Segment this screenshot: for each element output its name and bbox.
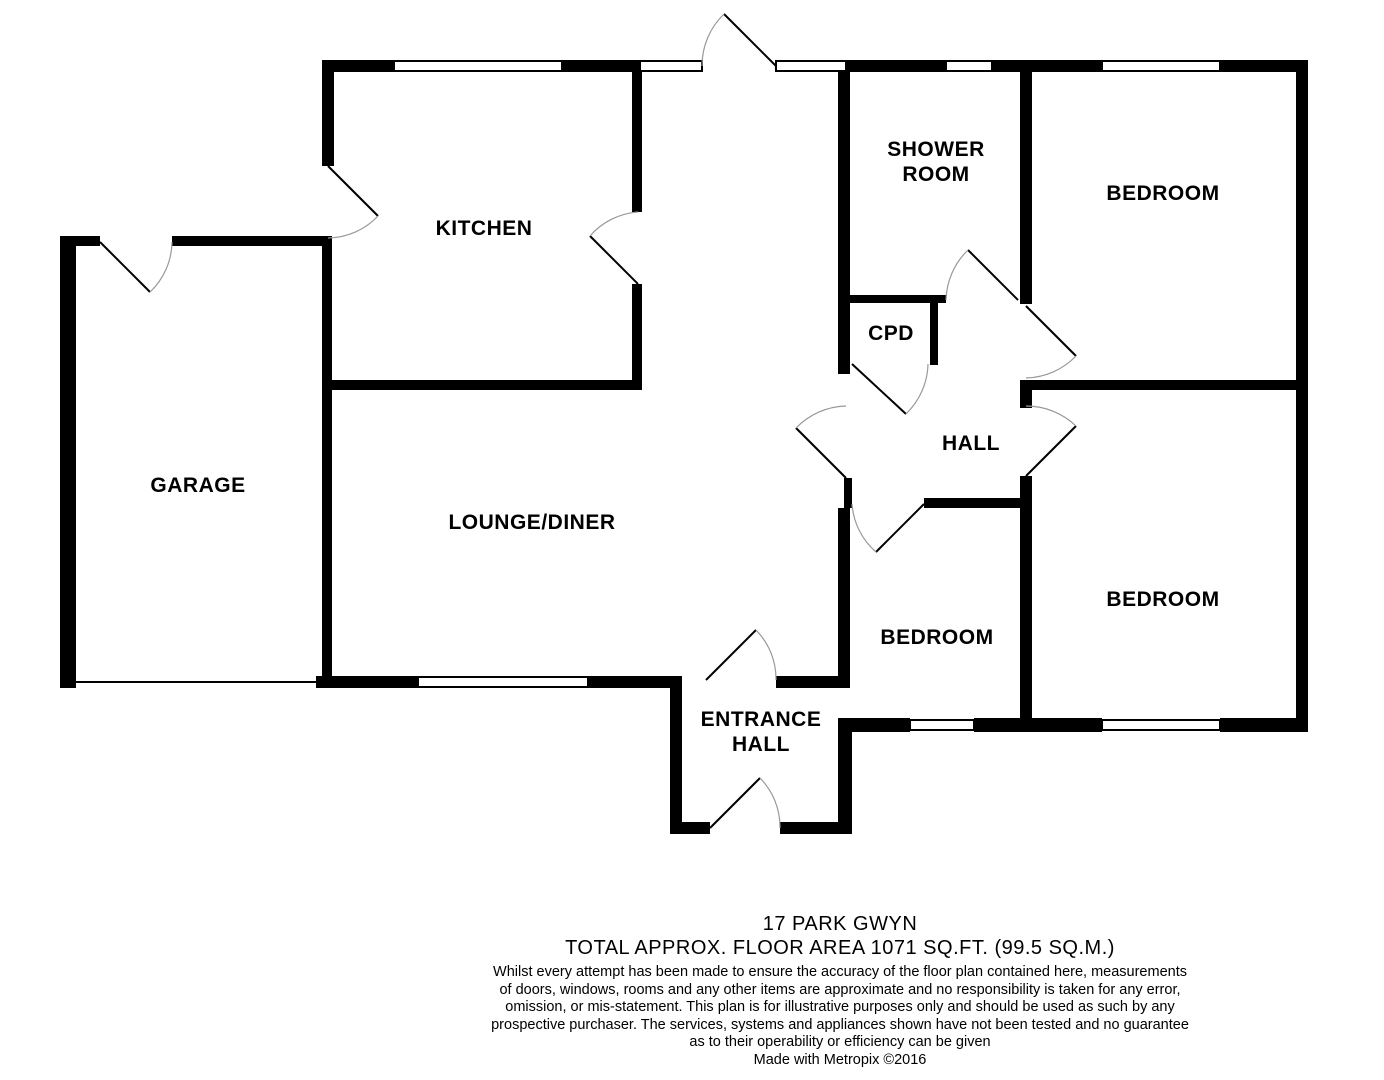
room-labels: GARAGE KITCHEN LOUNGE/DINER SHOWER ROOM … (150, 138, 1219, 756)
garage-wall-left (60, 236, 76, 688)
bedroom-bottom-door-arc (1025, 405, 1077, 427)
label-entrance-1: ENTRANCE (701, 708, 822, 731)
bedroom-separator-wall (1020, 476, 1032, 732)
top-wall-3 (846, 60, 946, 72)
windows (393, 60, 1221, 731)
address-title: 17 PARK GWYN (762, 913, 918, 935)
label-hall: HALL (942, 432, 1000, 455)
kitchen-door-arc (589, 211, 639, 237)
cpd-door-leaf (851, 363, 907, 415)
label-bedroom-small: BEDROOM (880, 626, 993, 649)
front-door-arc (759, 777, 781, 829)
kitchen-right-wall-top (632, 60, 642, 212)
small-bedroom-door-arc (851, 503, 877, 553)
shower-door-arc (945, 249, 969, 301)
lounge-right-wall-top (838, 60, 850, 374)
bedroom-divider-wall (1020, 380, 1308, 390)
lounge-right-wall-bottom (838, 508, 850, 688)
disclaimer-line: Whilst every attempt has been made to en… (493, 964, 1187, 980)
bedroom-top-window (1101, 60, 1221, 72)
entrance-inner-door-leaf (705, 629, 757, 681)
bottom-wall-3 (1220, 718, 1308, 732)
garage-wall-top-left (60, 236, 100, 246)
top-wall-2 (562, 60, 640, 72)
garage-door-leaf (99, 241, 151, 293)
label-bedroom-top: BEDROOM (1106, 182, 1219, 205)
entrance-inner-door-arc (755, 629, 777, 681)
kitchen-ext-door-arc (327, 215, 379, 239)
kitchen-door-leaf (589, 235, 639, 285)
garage-kitchen-wall (322, 236, 332, 688)
hall-right-wall-top (1020, 380, 1032, 408)
bottom-wall-1 (846, 718, 910, 732)
plan-footer: 17 PARK GWYN TOTAL APPROX. FLOOR AREA 10… (440, 912, 1240, 1069)
disclaimer: Whilst every attempt has been made to en… (440, 964, 1240, 1052)
disclaimer-line: prospective purchaser. The services, sys… (491, 1016, 1189, 1033)
shower-door-leaf (967, 249, 1019, 301)
lounge-bottom-window (417, 676, 589, 688)
lounge-bottom-right (588, 676, 682, 688)
cpd-right-wall (930, 295, 938, 365)
shower-bedroom-wall (1020, 60, 1032, 304)
top-door-leaf (723, 13, 777, 67)
bedroom-bottom-door-leaf (1025, 425, 1077, 477)
top-wall-1 (322, 60, 394, 72)
disclaimer-line: of doors, windows, rooms and any other i… (499, 981, 1181, 998)
bedroom-bottom-window (1101, 719, 1221, 731)
garage-wall-top-right (172, 236, 332, 246)
lounge-hall-door-arc (795, 405, 847, 429)
label-kitchen: KITCHEN (436, 217, 533, 240)
small-bedroom-top-wall (924, 498, 1030, 508)
top-wall-5 (1220, 60, 1308, 72)
label-shower-2: ROOM (902, 163, 969, 186)
label-cpd: CPD (868, 322, 914, 345)
disclaimer-line: omission, or mis-statement. This plan is… (505, 999, 1175, 1015)
cpd-top-wall (846, 295, 946, 303)
label-bedroom-bottom-right: BEDROOM (1106, 588, 1219, 611)
kitchen-lounge-wall (322, 380, 642, 390)
lounge-top-window-right (775, 60, 847, 72)
label-shower-1: SHOWER (887, 138, 985, 161)
entrance-bottom-left (670, 822, 710, 834)
front-door-leaf (709, 777, 761, 829)
top-door-arc (701, 13, 725, 67)
right-outer-wall (1296, 60, 1308, 732)
top-wall-4 (992, 60, 1102, 72)
kitchen-right-wall-bottom (632, 284, 642, 390)
small-bedroom-door-leaf (875, 503, 925, 553)
disclaimer-line: as to their operability or efficiency ca… (689, 1034, 991, 1050)
lounge-hall-door-leaf (795, 427, 847, 479)
label-lounge-diner: LOUNGE/DINER (448, 511, 615, 534)
made-with-credit: Made with Metropix ©2016 (753, 1051, 927, 1068)
kitchen-ext-door-leaf (327, 165, 379, 217)
bedroom-top-door-arc (1025, 355, 1077, 379)
bottom-wall-2 (974, 718, 1102, 732)
entrance-right-wall (838, 718, 852, 834)
entrance-bottom-right (780, 822, 852, 834)
lounge-bottom-left (316, 676, 418, 688)
lounge-top-window-left (639, 60, 703, 72)
kitchen-wall-left-top (322, 60, 334, 166)
floor-area: TOTAL APPROX. FLOOR AREA 1071 SQ.FT. (99… (565, 937, 1115, 959)
doors (99, 13, 1077, 829)
entrance-top-right (776, 676, 850, 688)
entrance-left-wall (670, 676, 682, 834)
cpd-door-arc (905, 363, 929, 415)
kitchen-window (393, 60, 563, 72)
label-entrance-2: HALL (732, 733, 790, 756)
small-bedroom-window (909, 719, 975, 731)
garage-door-arc (149, 241, 173, 293)
walls (60, 60, 1308, 834)
lounge-right-wall-mid (844, 478, 852, 508)
bedroom-top-door-leaf (1025, 305, 1077, 357)
label-garage: GARAGE (150, 474, 245, 497)
shower-window (945, 60, 993, 72)
